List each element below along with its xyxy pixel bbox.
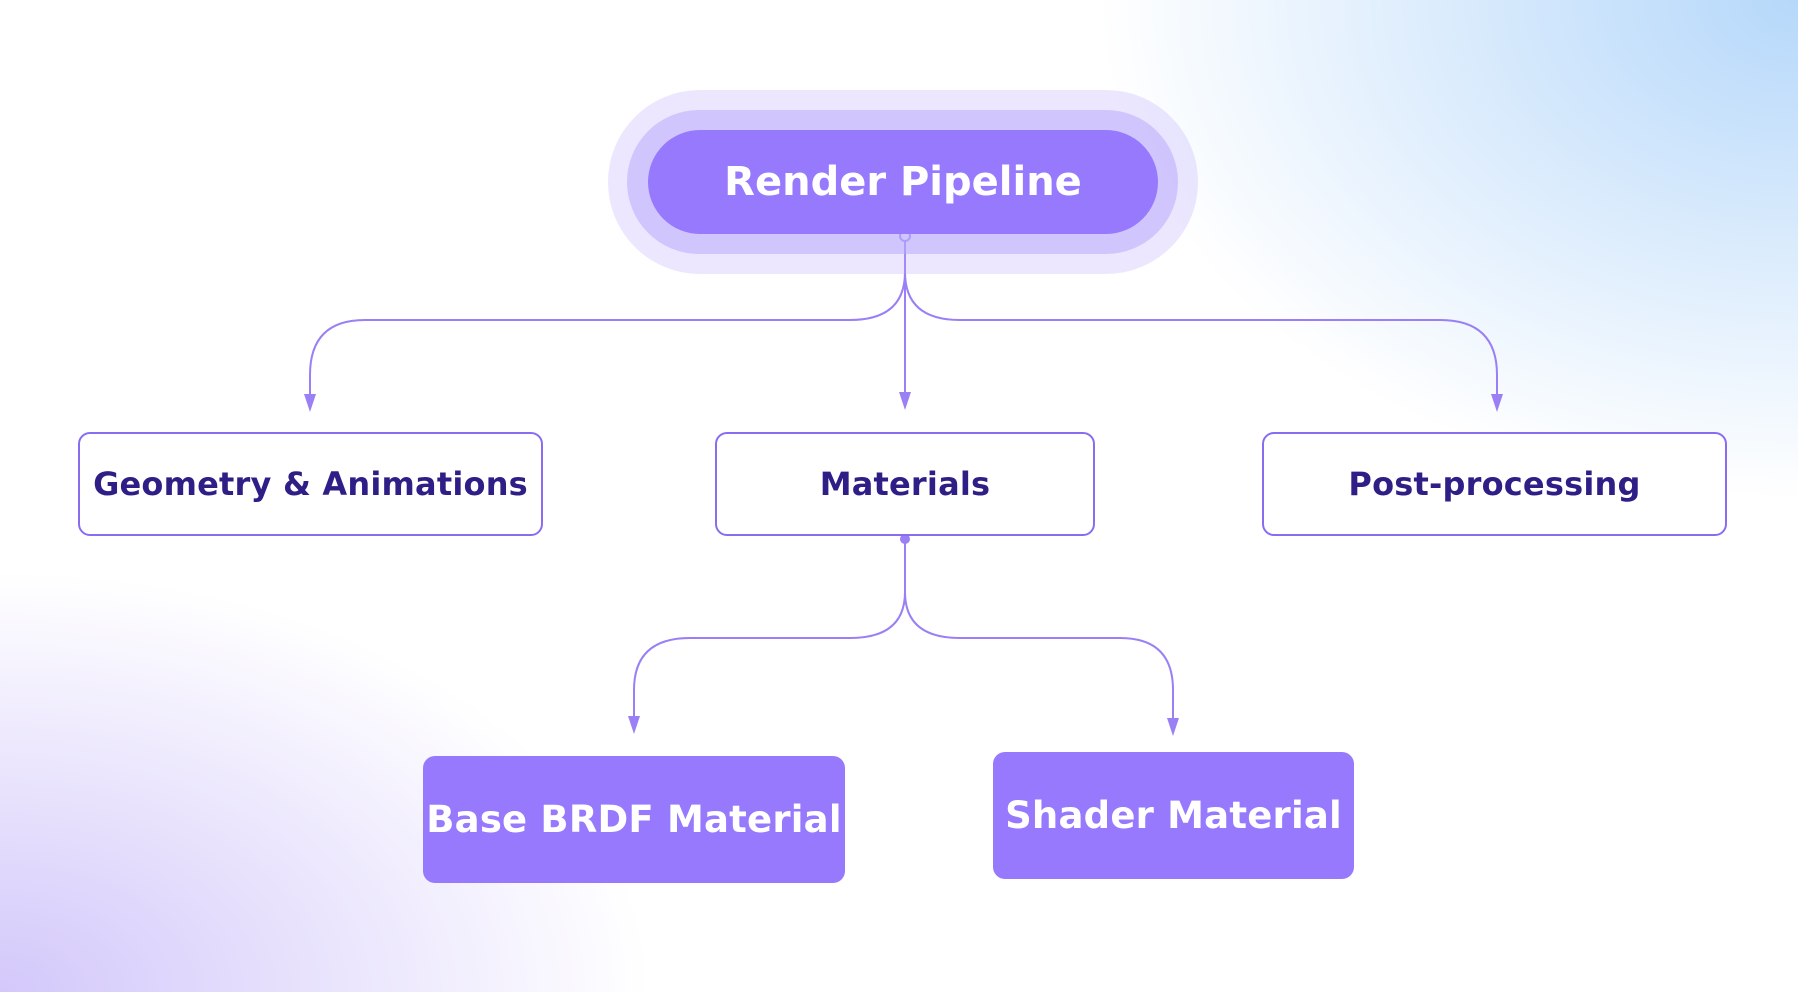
materials-connector-dot: [900, 534, 910, 544]
root-node: Render Pipeline: [648, 130, 1158, 234]
arrowhead-postprocessing: [1491, 394, 1503, 412]
node-label: Materials: [819, 465, 991, 503]
node-label: Shader Material: [1005, 794, 1342, 837]
node-post-processing: Post-processing: [1262, 432, 1727, 536]
edge-root-to-postprocessing: [904, 271, 1498, 408]
root-node-label: Render Pipeline: [724, 159, 1082, 205]
arrowhead-shader: [1167, 718, 1179, 736]
arrowhead-materials: [899, 392, 911, 410]
node-label: Post-processing: [1348, 465, 1641, 503]
node-materials: Materials: [715, 432, 1095, 536]
arrowhead-geometry: [304, 394, 316, 412]
arrowhead-base-brdf: [628, 716, 640, 734]
node-base-brdf-material: Base BRDF Material: [423, 756, 845, 883]
edge-root-to-geometry: [309, 236, 906, 408]
edge-materials-to-shader: [904, 591, 1174, 728]
node-label: Geometry & Animations: [93, 465, 528, 503]
edge-materials-to-base-brdf: [633, 539, 906, 728]
node-shader-material: Shader Material: [993, 752, 1354, 879]
node-geometry-animations: Geometry & Animations: [78, 432, 543, 536]
node-label: Base BRDF Material: [426, 798, 842, 841]
